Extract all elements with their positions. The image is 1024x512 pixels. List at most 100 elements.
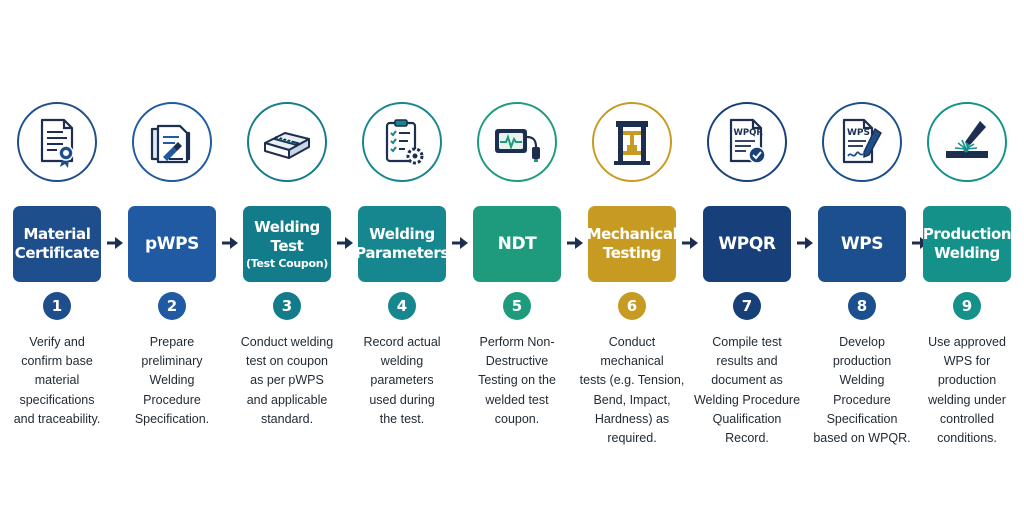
step-description: Prepare preliminary Welding Procedure Sp… — [115, 333, 229, 429]
description-line: Qualification — [712, 411, 782, 426]
description-line: Welding — [839, 373, 885, 388]
description-line: Specification. — [134, 411, 210, 426]
step-box: NDT — [473, 206, 561, 282]
step-number: 6 — [618, 292, 646, 320]
icon-circle: WPQR — [707, 102, 787, 182]
step-number: 8 — [848, 292, 876, 320]
description-line: Hardness) as — [594, 411, 670, 426]
description-line: Destructive — [485, 354, 549, 369]
step-wpqr: WPQR WPQR 7 Compile test results and doc… — [690, 0, 804, 512]
arrow-right-icon — [452, 237, 468, 249]
step-subtitle: (Test Coupon) — [245, 256, 329, 270]
description-line: production — [937, 373, 997, 388]
step-description: Develop production Welding Procedure Spe… — [805, 333, 919, 448]
step-number: 9 — [953, 292, 981, 320]
description-line: results and — [716, 354, 778, 369]
step-number: 7 — [733, 292, 761, 320]
description-line: Procedure — [143, 392, 201, 407]
step-number: 3 — [273, 292, 301, 320]
icon-circle — [17, 102, 97, 182]
step-number: 1 — [43, 292, 71, 320]
arrow-right-icon — [107, 237, 123, 249]
step-title: NDT — [497, 233, 537, 254]
step-description: Record actual welding parameters used du… — [345, 333, 459, 429]
step-number: 5 — [503, 292, 531, 320]
description-line: Compile test — [712, 335, 782, 349]
icon-circle — [927, 102, 1007, 182]
step-production-welding: Production Welding 9 Use approved WPS fo… — [910, 0, 1024, 512]
description-line: the test. — [379, 411, 425, 426]
description-line: material — [34, 373, 80, 388]
description-line: production — [832, 354, 892, 369]
description-line: standard. — [260, 411, 314, 426]
svg-text:WPQR: WPQR — [734, 128, 764, 138]
icon-circle — [477, 102, 557, 182]
description-line: Bend, Impact, — [593, 392, 671, 407]
step-box: Material Certificate — [13, 206, 101, 282]
description-line: document as — [711, 373, 783, 388]
arrow-right-icon — [797, 237, 813, 249]
step-ndt: NDT 5 Perform Non- Destructive Testing o… — [460, 0, 574, 512]
arrow-right-icon — [337, 237, 353, 249]
step-wps: WPS WPS 8 Develop production Welding Pro… — [805, 0, 919, 512]
svg-text:WPS: WPS — [847, 128, 870, 138]
description-line: Welding Procedure — [693, 392, 801, 407]
arrow-right-icon — [682, 237, 698, 249]
step-number: 4 — [388, 292, 416, 320]
description-line: preliminary — [141, 354, 203, 369]
description-line: Conduct welding — [240, 335, 334, 349]
step-box: Production Welding — [922, 206, 1012, 282]
icon-circle — [362, 102, 442, 182]
description-line: parameters — [370, 373, 434, 388]
description-line: welding — [380, 354, 424, 369]
description-line: as per pWPS — [250, 373, 324, 388]
description-line: Welding — [149, 373, 195, 388]
step-box: WPS — [818, 206, 906, 282]
description-line: WPS for — [943, 354, 991, 369]
description-line: tests (e.g. Tension, — [579, 373, 685, 388]
description-line: used during — [369, 392, 435, 407]
step-box: Mechanical Testing — [587, 206, 678, 282]
description-line: and applicable — [246, 392, 328, 407]
icon-circle — [132, 102, 212, 182]
description-line: Prepare — [149, 335, 195, 349]
step-welding-test: Welding Test (Test Coupon) 3 Conduct wel… — [230, 0, 344, 512]
step-description: Verify and confirm base material specifi… — [0, 333, 114, 429]
description-line: Develop — [839, 335, 885, 349]
description-line: welding under — [928, 392, 1006, 407]
step-box: Welding Test (Test Coupon) — [243, 206, 331, 282]
step-title: WPQR — [718, 233, 776, 254]
description-line: coupon. — [494, 411, 540, 426]
step-description: Perform Non- Destructive Testing on the … — [460, 333, 574, 429]
icon-circle — [592, 102, 672, 182]
checklist-gear-icon — [385, 119, 424, 165]
description-line: Use approved — [928, 335, 1006, 349]
step-welding-parameters: Welding Parameters 4 Record actual weldi… — [345, 0, 459, 512]
description-line: Record actual — [363, 335, 441, 349]
step-title: WPS — [840, 233, 884, 254]
step-title: Material Certificate — [14, 225, 100, 262]
description-line: based on WPQR. — [813, 431, 911, 446]
description-line: Conduct — [608, 335, 656, 349]
description-line: confirm base — [21, 354, 93, 369]
description-line: welded test — [485, 392, 549, 407]
description-line: controlled — [939, 411, 995, 426]
step-box: pWPS — [128, 206, 216, 282]
wps-document-icon: WPS — [842, 118, 882, 164]
description-line: and traceability. — [13, 411, 101, 426]
description-line: conditions. — [937, 431, 997, 446]
description-line: Testing on the — [478, 373, 556, 388]
description-line: required. — [607, 431, 657, 446]
step-mechanical-testing: Mechanical Testing 6 Conduct mechanical … — [575, 0, 689, 512]
step-title: Production Welding — [922, 225, 1012, 262]
step-description: Use approved WPS for production welding … — [910, 333, 1024, 448]
test-coupon-icon — [264, 132, 310, 159]
description-line: Record. — [725, 431, 769, 446]
step-title: Welding Test — [254, 217, 320, 255]
arrow-right-icon — [222, 237, 238, 249]
wpqr-document-icon: WPQR — [729, 118, 766, 164]
description-line: specifications — [19, 392, 95, 407]
ndt-device-icon — [495, 129, 540, 162]
step-box: Welding Parameters — [355, 206, 449, 282]
